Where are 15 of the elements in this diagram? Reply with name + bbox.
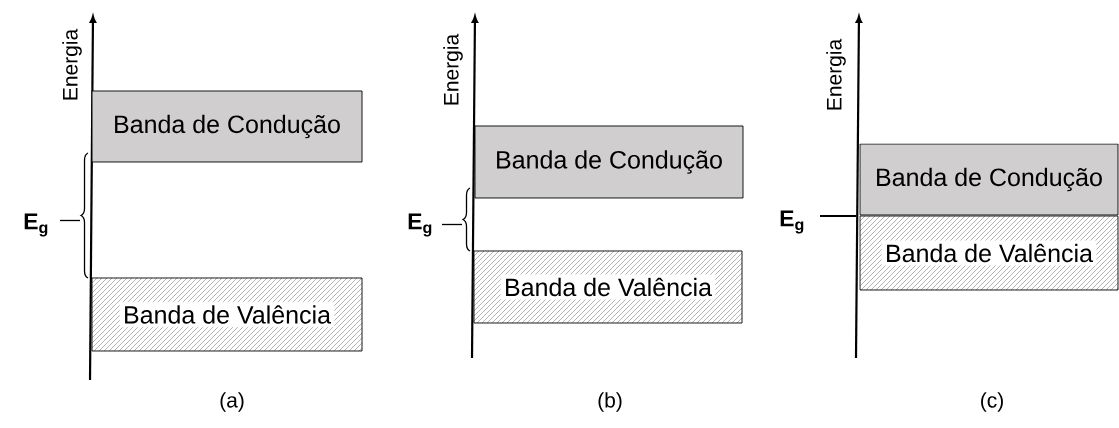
valence-band-box: Banda de Valência	[859, 215, 1119, 291]
panel-label: (c)	[981, 392, 1003, 412]
axis-label: Energia	[443, 33, 463, 105]
axis-label: Energia	[826, 38, 846, 110]
gap-label: E$_{g}$	[780, 210, 804, 234]
valence-band-box: Banda de Valência	[473, 250, 743, 324]
conduction-band-box: Banda de Condução	[859, 143, 1119, 216]
panel-label: (a)	[220, 392, 244, 412]
gap-label: E$_{g}$	[24, 213, 48, 237]
conduction-band-box: Banda de Condução	[91, 90, 363, 163]
panel-label: (b)	[598, 392, 622, 412]
axis-label: Energia	[62, 28, 82, 100]
valence-band-box: Banda de Valência	[91, 277, 363, 352]
gap-label: E$_{g}$	[408, 213, 432, 237]
conduction-band-box: Banda de Condução	[474, 125, 744, 199]
